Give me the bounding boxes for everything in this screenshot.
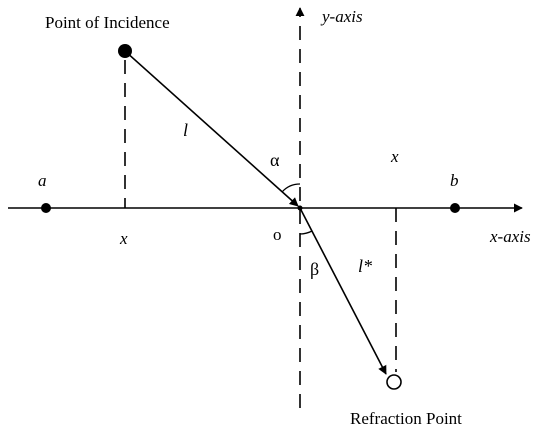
refraction-point-circle bbox=[386, 374, 402, 390]
x-right-label: x bbox=[390, 147, 399, 166]
origin-label: o bbox=[273, 225, 282, 244]
point-b-label: b bbox=[450, 171, 459, 190]
alpha-label: α bbox=[270, 150, 280, 170]
point-a-label: a bbox=[38, 171, 47, 190]
x-axis-label: x-axis bbox=[489, 227, 531, 246]
beta-angle-arc bbox=[299, 230, 313, 235]
beta-label: β bbox=[310, 259, 319, 279]
refracted-ray bbox=[299, 207, 387, 375]
incident-path-label: l bbox=[183, 120, 188, 140]
point-a-dot bbox=[41, 203, 51, 213]
refracted-path-label: l* bbox=[358, 256, 372, 276]
y-axis-label: y-axis bbox=[320, 7, 363, 26]
point-b-dot bbox=[450, 203, 460, 213]
point-of-incidence-label: Point of Incidence bbox=[45, 13, 170, 32]
incident-ray bbox=[124, 50, 299, 207]
alpha-angle-arc bbox=[281, 183, 301, 193]
point-of-incidence-dot bbox=[118, 44, 132, 58]
x-left-label: x bbox=[119, 229, 128, 248]
origin-dot bbox=[297, 205, 303, 211]
refraction-point-label: Refraction Point bbox=[350, 409, 462, 428]
